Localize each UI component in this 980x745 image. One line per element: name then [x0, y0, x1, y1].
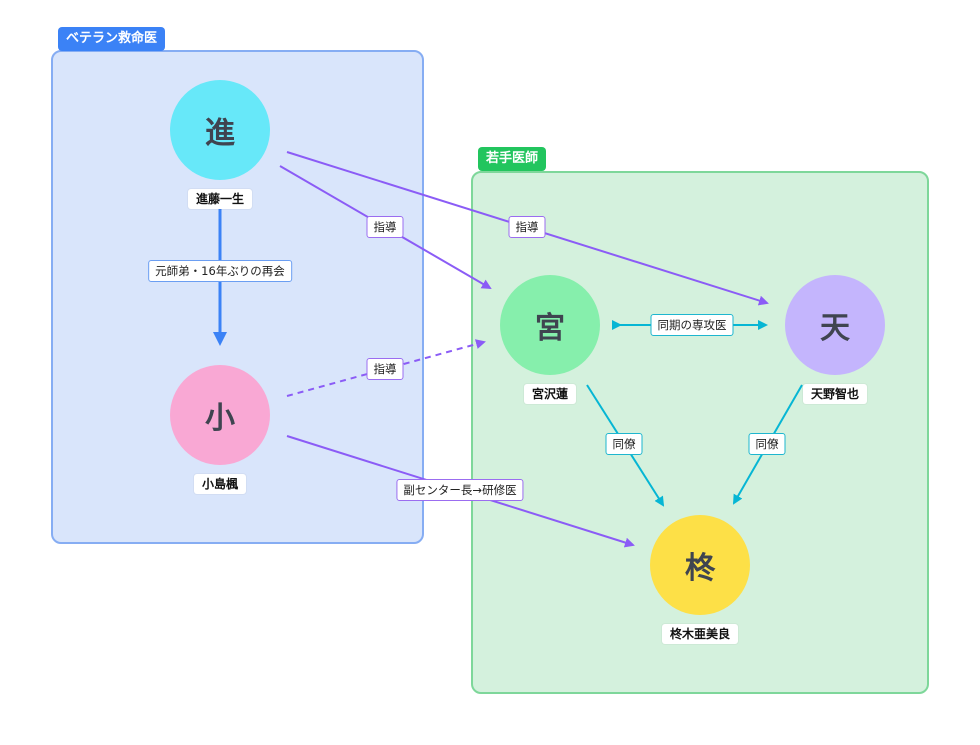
- node-shindo[interactable]: 進: [170, 80, 270, 180]
- edge-label-miyazawa-amano: 同期の専攻医: [650, 314, 734, 336]
- group-veteran-label: ベテラン救命医: [58, 27, 166, 51]
- node-name-miyazawa: 宮沢蓮: [523, 384, 577, 404]
- node-name-kojima: 小島楓: [193, 474, 247, 494]
- edge-label-shindo-amano: 指導: [508, 216, 546, 238]
- edge-label-miyazawa-hiiragi: 同僚: [605, 433, 643, 455]
- node-name-shindo: 進藤一生: [187, 189, 253, 209]
- node-kojima[interactable]: 小: [170, 365, 270, 465]
- node-amano[interactable]: 天: [785, 275, 885, 375]
- edge-label-kojima-miyazawa: 指導: [366, 358, 404, 380]
- node-hiiragi[interactable]: 柊: [650, 515, 750, 615]
- group-young-label: 若手医師: [478, 147, 547, 171]
- edge-label-shindo-kojima: 元師弟・16年ぶりの再会: [148, 260, 292, 282]
- node-miyazawa[interactable]: 宮: [500, 275, 600, 375]
- edge-label-amano-hiiragi: 同僚: [748, 433, 786, 455]
- edge-label-shindo-miyazawa: 指導: [366, 216, 404, 238]
- edge-label-kojima-hiiragi: 副センター長→研修医: [396, 479, 524, 501]
- node-name-hiiragi: 柊木亜美良: [661, 624, 739, 644]
- node-name-amano: 天野智也: [802, 384, 868, 404]
